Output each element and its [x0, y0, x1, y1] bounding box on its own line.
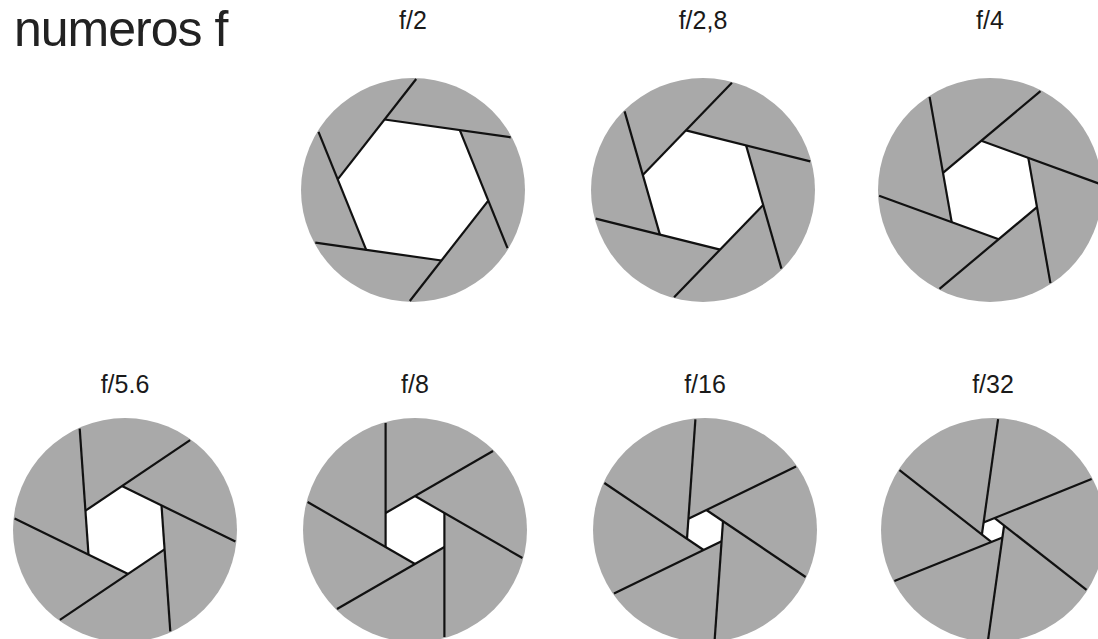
blade-edge: [386, 451, 493, 513]
blade-edge: [1028, 158, 1050, 283]
blade-edge: [443, 513, 445, 637]
f-number-label: f/4: [976, 6, 1004, 35]
blade-edge: [894, 537, 1002, 581]
aperture-diaphragm: [881, 418, 1098, 639]
blade-edge: [984, 479, 1092, 523]
f-number-label: f/8: [401, 370, 429, 399]
diagram-title: numeros f: [14, 0, 227, 58]
blade-edge: [338, 79, 417, 179]
blade-edge: [930, 97, 952, 222]
aperture-diaphragm: [303, 418, 527, 639]
blade-edge: [15, 519, 129, 574]
blade-edge: [687, 419, 695, 538]
f-number-label: f/2: [399, 6, 427, 35]
aperture-opening: [386, 496, 445, 564]
blade-edge: [319, 132, 367, 250]
aperture-opening: [338, 120, 489, 261]
blade-edge: [674, 205, 763, 297]
lens-disc: [881, 418, 1098, 639]
aperture-diaphragm: [301, 78, 525, 302]
blade-edge: [981, 141, 1098, 185]
blade-edge: [162, 505, 171, 631]
blade-edge: [415, 496, 522, 558]
blade-edge: [988, 526, 1004, 639]
blade-edge: [643, 83, 732, 175]
lens-disc: [878, 78, 1098, 302]
aperture-opening: [643, 130, 763, 249]
lens-disc: [13, 418, 237, 639]
lens-disc: [591, 78, 815, 302]
blade-edge: [596, 219, 720, 250]
blade-edge: [385, 423, 387, 547]
blade-edge: [60, 549, 165, 620]
lens-disc: [303, 418, 527, 639]
f-number-label: f/32: [972, 370, 1014, 399]
blade-edge: [943, 91, 1041, 173]
blade-edge: [995, 518, 1087, 590]
f-number-label: f/2,8: [679, 6, 728, 35]
blade-edge: [385, 120, 511, 138]
blade-edge: [686, 130, 810, 161]
blade-edge: [879, 196, 999, 240]
blade-edge: [614, 541, 722, 593]
aperture-diaphragm: [593, 418, 817, 639]
blade-edge: [337, 547, 444, 609]
f-number-label: f/5.6: [101, 370, 150, 399]
blade-edge: [746, 145, 781, 268]
blade-edge: [460, 130, 508, 248]
blade-edge: [122, 486, 235, 541]
blade-edge: [900, 470, 992, 542]
blade-edge: [940, 207, 1038, 289]
aperture-opening: [86, 486, 165, 574]
blade-edge: [80, 429, 89, 555]
lens-disc: [593, 418, 817, 639]
aperture-diaphragm: [13, 418, 237, 639]
lens-disc: [301, 78, 525, 302]
blade-edge: [688, 466, 796, 518]
f-number-label: f/16: [684, 370, 726, 399]
blade-edge: [410, 201, 489, 301]
aperture-diaphragm: [878, 78, 1098, 302]
blade-edge: [315, 243, 441, 261]
blade-edge: [86, 440, 191, 511]
blade-edge: [625, 111, 660, 234]
blade-edge: [308, 502, 415, 564]
blade-edge: [715, 521, 723, 639]
aperture-diaphragm: [591, 78, 815, 302]
